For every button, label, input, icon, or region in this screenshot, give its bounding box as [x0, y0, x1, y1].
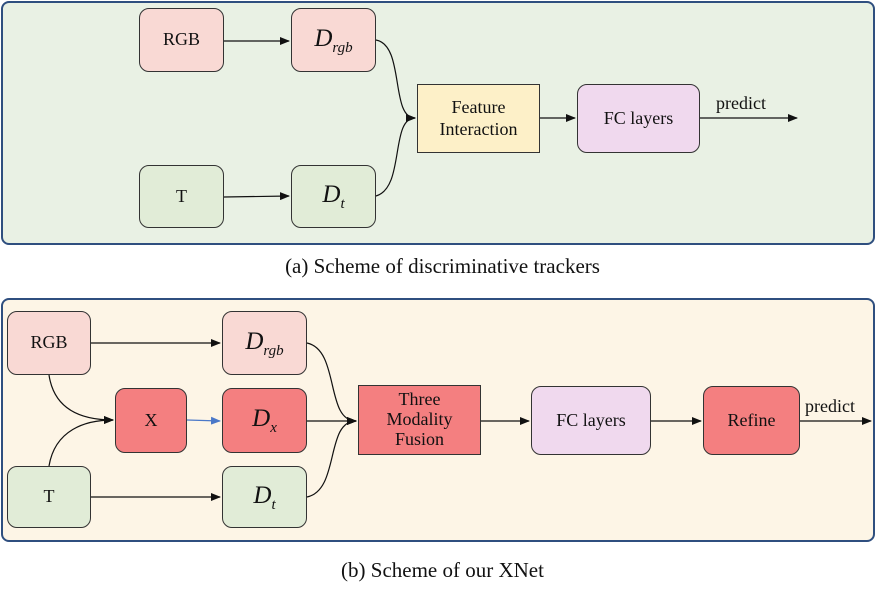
predict-label-a: predict	[716, 93, 766, 113]
curve-dt-to-interaction	[375, 114, 416, 197]
refine-label: Refine	[727, 409, 776, 430]
fc-layers-box-b: FC layers	[531, 386, 651, 455]
feature-interaction-line2: Interaction	[439, 118, 518, 139]
d-x-box: Dx	[222, 388, 307, 453]
predict-label-b: predict	[805, 396, 855, 416]
arrow-x-to-dx	[186, 416, 221, 425]
d-rgb-label-b: Drgb	[245, 327, 284, 359]
rgb-input-box-b: RGB	[7, 311, 91, 375]
arrow-t-to-dt-a	[223, 192, 290, 201]
d-rgb-box-a: Drgb	[291, 8, 376, 72]
x-label: X	[144, 409, 158, 430]
t-input-box-b: T	[7, 466, 91, 528]
feature-interaction-line1: Feature	[451, 96, 506, 117]
curve-drgb-to-interaction	[375, 39, 416, 122]
d-x-label: Dx	[252, 405, 277, 436]
curve-rgb-to-x	[48, 374, 114, 424]
fc-layers-label-a: FC layers	[603, 107, 674, 128]
rgb-input-box-a: RGB	[139, 8, 224, 72]
fusion-line1: Three	[398, 389, 441, 410]
d-t-label-a: Dt	[322, 181, 345, 212]
fc-layers-box-a: FC layers	[577, 84, 700, 153]
x-box: X	[115, 388, 187, 453]
curve-dt-to-fusion	[306, 417, 357, 498]
curve-drgb-to-fusion	[306, 342, 357, 425]
d-t-box-b: Dt	[222, 466, 307, 528]
t-input-label-b: T	[43, 486, 55, 507]
d-rgb-box-b: Drgb	[222, 311, 307, 375]
fusion-line3: Fusion	[394, 428, 445, 449]
caption-b: (b) Scheme of our XNet	[341, 558, 544, 582]
three-modality-fusion-box: Three Modality Fusion	[358, 385, 481, 455]
curve-t-to-x	[48, 416, 114, 467]
t-input-box-a: T	[139, 165, 224, 228]
d-rgb-label-a: Drgb	[314, 24, 353, 56]
fusion-line2: Modality	[386, 409, 453, 430]
rgb-input-label-b: RGB	[30, 332, 68, 353]
d-t-box-a: Dt	[291, 165, 376, 228]
caption-a: (a) Scheme of discriminative trackers	[285, 254, 600, 278]
d-t-label-b: Dt	[253, 481, 276, 513]
feature-interaction-box: Feature Interaction	[417, 84, 540, 153]
refine-box: Refine	[703, 386, 800, 455]
fc-layers-label-b: FC layers	[556, 409, 626, 430]
t-input-label-a: T	[176, 185, 187, 206]
rgb-input-label-a: RGB	[162, 29, 200, 50]
